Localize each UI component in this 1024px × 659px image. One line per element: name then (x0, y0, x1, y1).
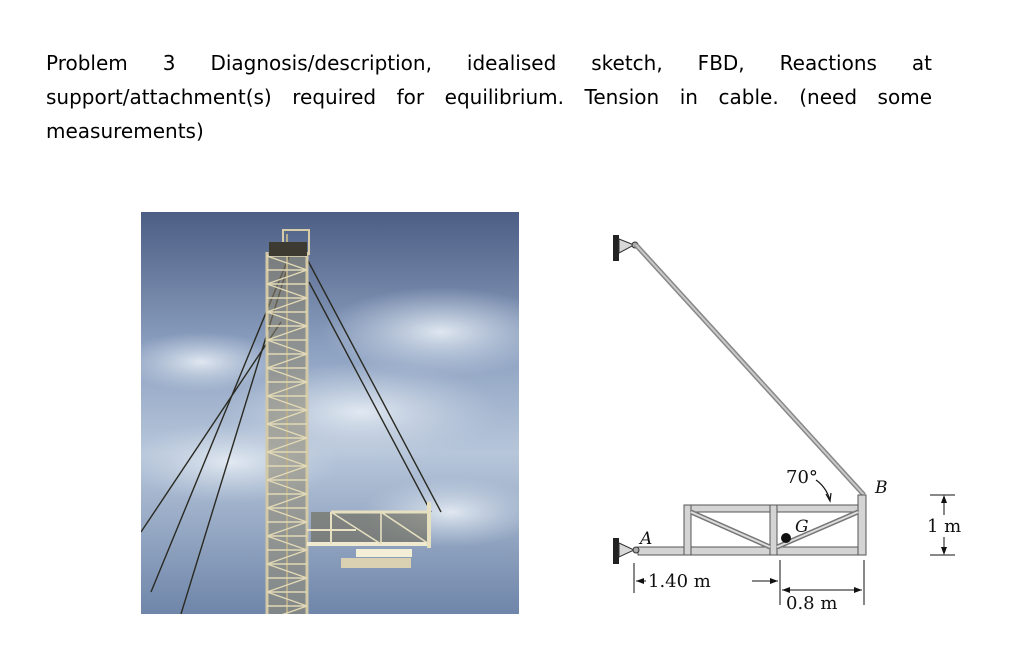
dimension-1-40m: 1.40 m (648, 571, 711, 592)
angle-arc (815, 479, 831, 501)
platform-truss (637, 494, 867, 556)
center-of-gravity-marker (781, 533, 791, 543)
lower-pin-support (613, 538, 640, 564)
point-g-label: G (795, 517, 809, 537)
point-a-label: A (638, 529, 652, 549)
angle-label: 70° (786, 467, 818, 488)
structure-photo (141, 212, 519, 614)
idealised-diagram: 70° G B A (600, 225, 961, 620)
dimension-0-8m: 0.8 m (786, 593, 837, 614)
lattice-tower (265, 229, 310, 614)
hanging-platform (307, 502, 431, 568)
problem-statement: Problem 3 Diagnosis/description, idealis… (46, 51, 932, 143)
point-b-label: B (874, 478, 888, 498)
upper-pin-support (613, 235, 639, 261)
dimension-1m: 1 m (927, 516, 961, 537)
